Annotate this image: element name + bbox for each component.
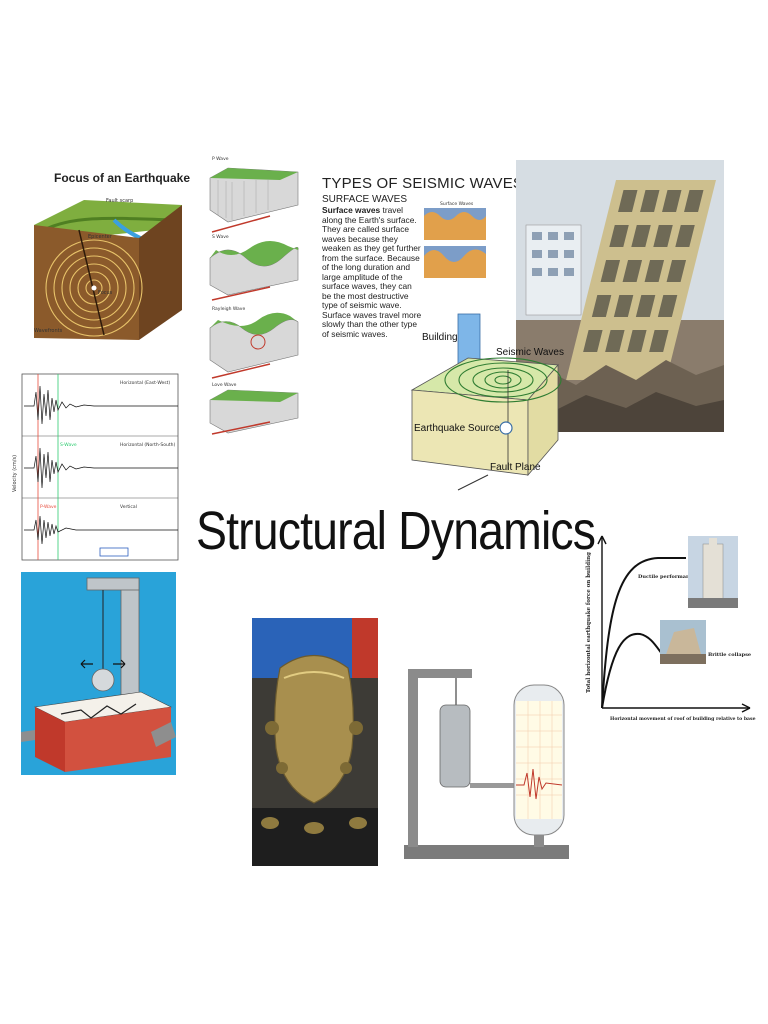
trace-label-vertical: Vertical — [120, 504, 137, 510]
seismogram-ylabel: Velocity (cm/s) — [12, 455, 18, 492]
tilted-building — [566, 180, 716, 380]
ductile-curve — [601, 557, 686, 709]
seismic-body: Surface waves travel along the Earth's s… — [322, 205, 422, 339]
label-seismic-waves: Seismic Waves — [496, 347, 564, 358]
mass-cylinder — [439, 704, 471, 788]
trace-label-ns: Horizontal (North-South) — [120, 442, 175, 448]
p-wave-block — [209, 167, 299, 233]
ductility-chart: Total horizontal earthquake force on bui… — [578, 528, 758, 728]
surface-waves-thumbnail: Surface Waves — [422, 198, 488, 282]
pendulum-seismoscope-diagram — [21, 572, 176, 775]
seismic-trace — [516, 768, 563, 800]
block-side — [139, 205, 182, 340]
source-point — [499, 421, 513, 435]
seismic-body-text: travel along the Earth's surface. They a… — [322, 205, 422, 339]
support-arm — [86, 577, 140, 591]
seismic-lead: Surface waves — [322, 205, 381, 215]
seismogram-image: Horizontal (East-West) Horizontal (North… — [10, 372, 180, 564]
brittle-label: Brittle collapse — [708, 652, 751, 658]
label-earthquake-source: Earthquake Source — [414, 423, 500, 434]
p-wave-label: P-Wave — [40, 504, 57, 510]
bronze-vessel — [274, 655, 354, 804]
brittle-building-photo — [660, 620, 706, 664]
bronze-toads — [261, 817, 367, 834]
ancient-seismoscope-photo — [252, 618, 378, 866]
seismic-heading: TYPES OF SEISMIC WAVES — [322, 175, 524, 192]
label-epicenter: Epicenter — [88, 234, 113, 240]
block-front — [34, 225, 139, 340]
frame-post — [408, 671, 418, 847]
label-fault-plane: Fault Plane — [490, 462, 541, 473]
trace-label-ew: Horizontal (East-West) — [120, 380, 170, 386]
s-wave-block — [209, 240, 299, 301]
focus-of-earthquake-image: Focus of an Earthquake Fault scarp Epice… — [24, 160, 192, 345]
label-s-wave: S Wave — [212, 234, 229, 240]
frame-arm — [408, 669, 472, 678]
page-title: Structural Dynamics — [196, 501, 596, 561]
ductile-label: Ductile performance — [638, 574, 696, 580]
ductility-ylabel: Total horizontal earthquake force on bui… — [586, 552, 592, 693]
label-rayleigh-wave: Rayleigh Wave — [212, 306, 245, 312]
label-surface-waves: Surface Waves — [440, 201, 474, 207]
rubble — [516, 360, 724, 432]
love-wave-block — [209, 389, 299, 435]
label-fault-scarp: Fault scarp — [106, 198, 133, 204]
seismic-subheading: SURFACE WAVES — [322, 194, 408, 205]
focus-point — [91, 285, 97, 291]
label-wavefronts: Wavefronts — [34, 328, 63, 334]
push-arrow-right — [151, 722, 176, 747]
label-focus: Focus — [98, 290, 113, 296]
wavefront-rings — [45, 239, 143, 337]
pendulum-bob — [91, 668, 115, 692]
rayleigh-wave-block — [209, 312, 299, 379]
seismic-traces — [24, 385, 178, 545]
brick-base — [65, 707, 171, 772]
ductility-xlabel: Horizontal movement of roof of building … — [610, 716, 756, 722]
seismic-wave-rings — [444, 357, 562, 403]
support-post — [120, 579, 140, 711]
seismograph-drum-diagram — [404, 665, 569, 861]
label-p-wave: P Wave — [212, 156, 229, 162]
focus-heading: Focus of an Earthquake — [54, 171, 190, 185]
label-building: Building — [422, 332, 458, 343]
brittle-curve — [601, 632, 663, 709]
ductile-building-photo — [688, 536, 738, 608]
wave-types-image: P Wave S Wave Rayleigh Wave Love Wave — [198, 150, 308, 435]
earthquake-source-diagram: Building Seismic Waves Earthquake Source… — [408, 310, 568, 495]
s-wave-label: S-Wave — [60, 442, 77, 448]
base-plate — [404, 845, 569, 859]
label-love-wave: Love Wave — [212, 382, 237, 388]
